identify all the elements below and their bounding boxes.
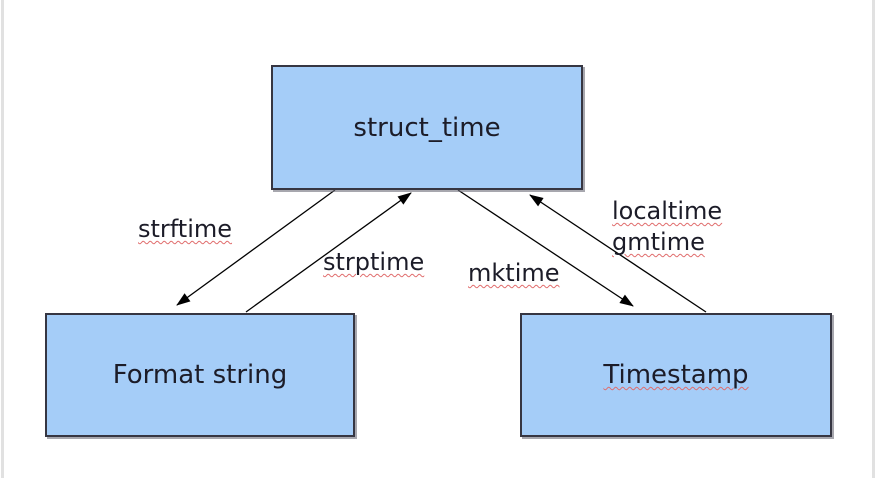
edge-label-strptime: strptime xyxy=(323,248,425,276)
edge-label-strftime: strftime xyxy=(138,215,233,243)
node-struct-time-label: struct_time xyxy=(353,112,501,143)
edge-label-localtime-gmtime: localtime gmtime xyxy=(612,197,723,256)
edge-strftime-arrow xyxy=(176,189,336,306)
page-right-border xyxy=(872,0,875,478)
edge-label-mktime: mktime xyxy=(468,259,560,287)
node-timestamp: Timestamp xyxy=(520,313,832,437)
page-left-border xyxy=(1,0,4,478)
node-format-string-label: Format string xyxy=(112,360,288,390)
node-format-string: Format string xyxy=(45,313,355,437)
node-struct-time: struct_time xyxy=(271,65,583,190)
node-timestamp-label: Timestamp xyxy=(603,360,749,390)
